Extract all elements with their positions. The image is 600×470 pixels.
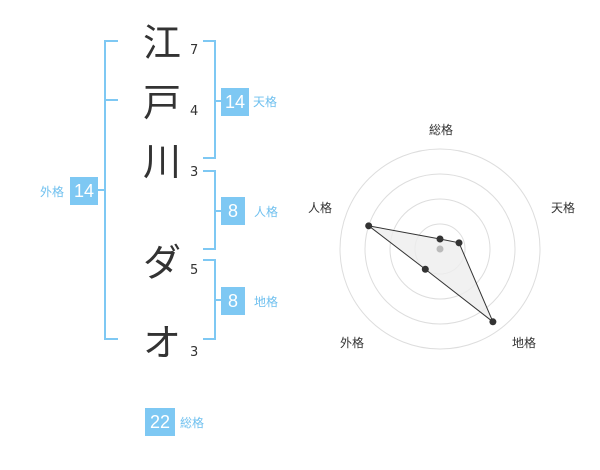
radar-point-2 [489, 318, 497, 326]
name-char-3: 川 [142, 140, 181, 184]
chikaku-score: 8 [221, 287, 245, 315]
radar-label-gaikaku: 外格 [340, 335, 364, 350]
stroke-count-2: 4 [190, 104, 199, 119]
radar-grid [339, 148, 541, 350]
radar-grid-ring [364, 173, 516, 325]
tenkaku-bracket [203, 40, 216, 159]
stroke-count-5: 3 [190, 345, 199, 360]
gaikaku-score: 14 [70, 177, 98, 205]
radar-label-tenkaku: 天格 [551, 200, 575, 215]
stroke-count-4: 5 [190, 263, 199, 278]
gaikaku-connector [98, 189, 106, 191]
stroke-count-3: 3 [190, 165, 199, 180]
gaikaku-bracket-tick [104, 99, 118, 101]
soukaku-score: 22 [145, 408, 175, 436]
tenkaku-score: 14 [221, 88, 249, 116]
jinkaku-connector [214, 210, 221, 212]
chikaku-connector [214, 299, 221, 301]
radar-point-1 [455, 239, 463, 247]
jinkaku-label: 人格 [254, 205, 279, 219]
soukaku-label: 総格 [180, 416, 205, 430]
tenkaku-connector [214, 100, 221, 102]
radar-center-dot [436, 245, 444, 253]
gaikaku-label: 外格 [40, 185, 65, 199]
radar-grid-ring [389, 198, 491, 300]
name-char-2: 戸 [142, 81, 181, 125]
radar-grid-ring [339, 148, 541, 350]
radar-area [368, 225, 494, 323]
radar-point-3 [421, 265, 429, 273]
name-char-4: ダ [142, 241, 181, 285]
name-char-1: 江 [142, 21, 181, 65]
radar-label-soukaku: 総格 [429, 122, 453, 137]
tenkaku-label: 天格 [253, 95, 278, 109]
radar-label-chikaku: 地格 [512, 335, 536, 350]
jinkaku-score: 8 [221, 197, 245, 225]
radar-point-0 [436, 235, 444, 243]
radar-label-jinkaku: 人格 [308, 200, 332, 215]
name-char-5: オ [142, 321, 181, 365]
stroke-count-1: 7 [190, 43, 199, 58]
chikaku-label: 地格 [254, 295, 279, 309]
radar-point-4 [365, 222, 373, 230]
radar-points [365, 222, 497, 326]
